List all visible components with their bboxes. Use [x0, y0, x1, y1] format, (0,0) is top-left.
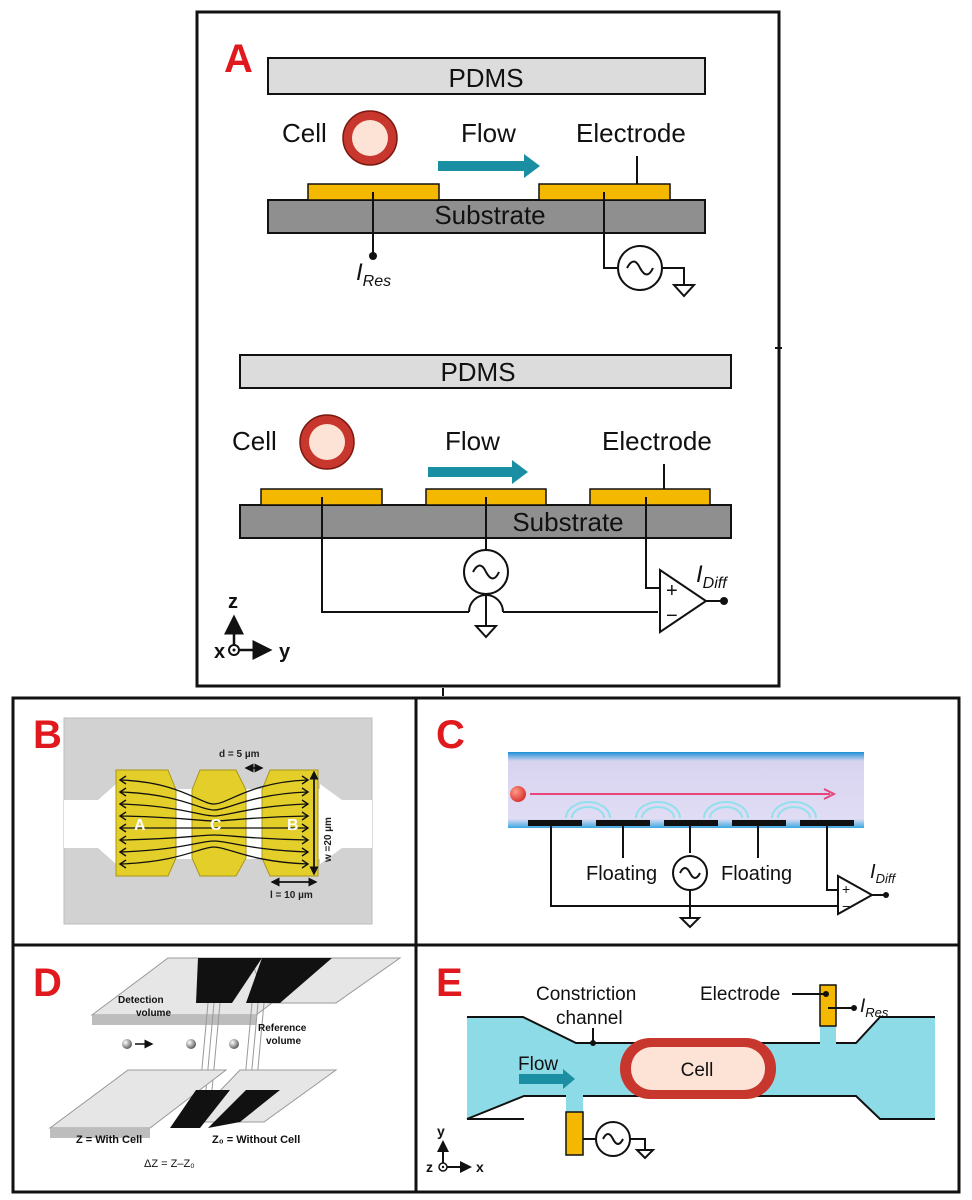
- panel-b-letter: B: [33, 713, 62, 757]
- panel-c: C Floating Floating + −: [436, 713, 896, 929]
- panel-a-bottom-schematic: PDMS Cell Flow Electrode Substrate +: [232, 354, 732, 639]
- current-diff-label: IDiff: [696, 561, 728, 592]
- panel-d: D Detection volume Reference volume Z = …: [33, 957, 402, 1170]
- detection-volume-label: Detection: [118, 995, 164, 1006]
- ground-icon: [678, 917, 702, 929]
- floating-right-label: Floating: [721, 863, 792, 885]
- panel-e-letter: E: [436, 961, 463, 1005]
- field-arrow-heads: [118, 775, 310, 869]
- width-w-label: w =20 µm: [323, 817, 334, 863]
- field-glow: [565, 801, 817, 819]
- electrode-bottom: [565, 1111, 584, 1156]
- axis-x-label: x: [214, 641, 225, 663]
- reference-volume-label: Reference: [258, 1023, 307, 1034]
- pdms-layer: [239, 354, 732, 389]
- pdms-label: PDMS: [440, 357, 515, 387]
- panel-e: E Cell Flow Constriction channel Electro…: [426, 961, 935, 1175]
- channel-inlet: [64, 784, 116, 864]
- pdms-label: PDMS: [448, 63, 523, 93]
- delta-z-equation: ΔZ = Z–Z₀: [144, 1158, 195, 1170]
- panel-a-top-schematic: PDMS Cell Flow Electrode Substrate IRes: [267, 57, 706, 298]
- substrate-label: Substrate: [434, 200, 545, 230]
- substrate-layer: [267, 199, 706, 234]
- svg-text:−: −: [842, 898, 850, 914]
- electrode-array: [528, 820, 854, 826]
- panel-d-letter: D: [33, 961, 62, 1005]
- flow-label: Flow: [461, 118, 516, 148]
- ground-icon: [671, 284, 697, 298]
- svg-text:volume: volume: [136, 1008, 171, 1019]
- length-l-label: l = 10 µm: [270, 890, 313, 901]
- panel-c-letter: C: [436, 713, 465, 757]
- flow-arrow-icon: [428, 460, 528, 484]
- svg-text:volume: volume: [266, 1036, 301, 1047]
- current-diff-label: IDiff: [870, 861, 896, 886]
- panel-a: A PDMS Cell Flow Electrode Substrate IRe…: [195, 10, 782, 696]
- ground-icon: [634, 1149, 656, 1160]
- axis-x-label: x: [476, 1159, 484, 1175]
- current-res-label: IRes: [356, 259, 391, 290]
- cell-label: Cell: [282, 118, 327, 148]
- cell-label: Cell: [681, 1060, 714, 1081]
- z-with-cell-label: Z = With Cell: [76, 1134, 142, 1146]
- flow-arrow-icon: [438, 154, 540, 178]
- cell-label: Cell: [232, 426, 277, 456]
- constriction-label: Constriction: [536, 984, 636, 1005]
- current-res-label: IRes: [860, 996, 889, 1020]
- differential-amplifier-icon: [837, 874, 875, 916]
- gap-d-label: d = 5 µm: [219, 749, 260, 760]
- electrode-label: Electrode: [700, 984, 780, 1005]
- axis-z-label: z: [228, 591, 238, 613]
- svg-text:+: +: [666, 580, 678, 602]
- electrode-top: [819, 984, 837, 1027]
- cell-icon: [510, 786, 526, 802]
- field-lines: [119, 779, 309, 865]
- ground-icon: [473, 625, 499, 639]
- z0-without-cell-label: Z₀ = Without Cell: [212, 1134, 300, 1146]
- flow-label: Flow: [518, 1054, 558, 1075]
- svg-text:−: −: [666, 605, 678, 627]
- lower-panel-grid: [11, 696, 961, 1194]
- electrode-c-label: C: [210, 817, 222, 834]
- svg-text:+: +: [842, 881, 850, 897]
- channel-outlet: [320, 784, 372, 864]
- bottom-electrode-right: [208, 1090, 280, 1128]
- electrode-right: [589, 488, 711, 506]
- pdms-layer: [267, 57, 706, 95]
- panel-a-axes: z x y: [214, 591, 291, 663]
- top-electrode-left: [196, 958, 262, 1003]
- electrode-label: Electrode: [602, 426, 712, 456]
- flow-arrow-icon: [519, 1069, 575, 1089]
- axis-y-label: y: [279, 641, 291, 663]
- electrode-a-label: A: [134, 817, 146, 834]
- floating-left-label: Floating: [586, 863, 657, 885]
- microchannel: [508, 752, 864, 828]
- differential-amplifier-icon: [659, 568, 708, 634]
- panel-e-axes: y z x: [426, 1123, 484, 1175]
- axis-z-label: z: [426, 1159, 433, 1175]
- cell-bead-icon: [122, 1039, 132, 1049]
- axis-y-label: y: [437, 1123, 445, 1139]
- panel-b: B A C B d = 5 µm w =: [33, 713, 373, 925]
- substrate-label: Substrate: [512, 507, 623, 537]
- electrode-b-label: B: [287, 817, 299, 834]
- bottom-electrode-left: [170, 1090, 230, 1128]
- top-electrode-right: [246, 958, 332, 1003]
- panel-a-letter: A: [224, 37, 253, 81]
- electrode-label: Electrode: [576, 118, 686, 148]
- flow-label: Flow: [445, 426, 500, 456]
- svg-text:channel: channel: [556, 1008, 623, 1029]
